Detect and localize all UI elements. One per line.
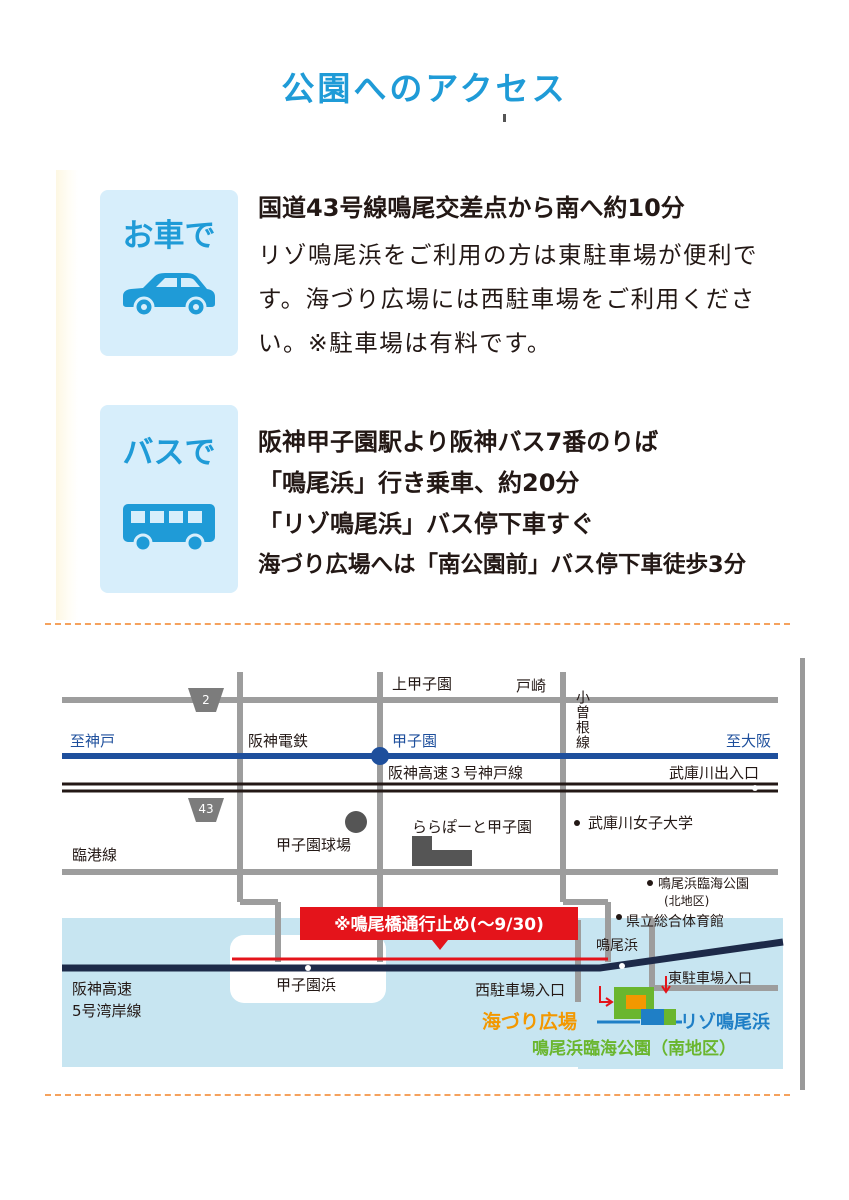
label-west-parking: 西駐車場入口 <box>475 981 565 999</box>
bus-line-3: 「リゾ鳴尾浜」バス停下車すぐ <box>258 510 594 538</box>
label-kobe: 至神戸 <box>70 732 115 750</box>
page-edge-bar <box>800 658 805 1090</box>
label-park-north-sub: (北地区) <box>664 894 709 908</box>
label-naruohama: 鳴尾浜 <box>596 938 638 954</box>
closure-banner <box>300 907 578 940</box>
label-park-north: 鳴尾浜臨海公園 <box>658 877 749 892</box>
label-expressway-5a: 阪神高速 <box>72 980 132 998</box>
bus-badge-label: バスで <box>122 435 216 471</box>
rizo-naruohama-building <box>597 987 682 1025</box>
dashed-divider-bottom <box>45 1094 790 1096</box>
bus-line-2: 「鳴尾浜」行き乗車、約20分 <box>258 469 580 497</box>
label-park-south: 鳴尾浜臨海公園（南地区） <box>532 1038 736 1059</box>
label-umizuri: 海づり広場 <box>482 1010 577 1033</box>
bus-line-1: 阪神甲子園駅より阪神バス7番のりば <box>258 428 659 456</box>
route-43-label: 43 <box>198 802 213 816</box>
car-badge-label: お車で <box>122 218 216 254</box>
label-gymnasium: 県立総合体育館 <box>626 913 724 930</box>
roads <box>62 672 778 1002</box>
access-map: 2 43 ※鳴尾橋通行止め(～9/30) 上甲子園 戸崎 阪神電鉄 阪神高速３号… <box>62 658 805 1090</box>
label-rizo: リゾ鳴尾浜 <box>680 1011 770 1033</box>
label-hanshin-railway: 阪神電鉄 <box>248 732 308 750</box>
expressway-5-line <box>62 938 784 972</box>
bus-badge: バスで <box>100 405 238 593</box>
closure-label: ※鳴尾橋通行止め(～9/30) <box>334 914 544 935</box>
lalaport-building <box>412 836 472 866</box>
bus-icon <box>123 504 215 553</box>
car-badge: お車で <box>100 190 238 356</box>
label-mukogawa-univ: 武庫川女子大学 <box>588 814 693 832</box>
label-expressway-5b: 5号湾岸線 <box>72 1002 142 1020</box>
label-mukogawa-exit: 武庫川出入口 <box>669 764 759 782</box>
car-headline: 国道43号線鳴尾交差点から南へ約10分 <box>258 194 685 222</box>
route-2-shield <box>188 688 224 712</box>
bus-directions: 阪神甲子園駅より阪神バス7番のりば 「鳴尾浜」行き乗車、約20分 「リゾ鳴尾浜」… <box>258 422 746 586</box>
car-description: リゾ鳴尾浜をご利用の方は東駐車場が便利です。海づり広場には西駐車場をご利用くださ… <box>258 241 758 357</box>
west-parking-arrow <box>599 986 612 1003</box>
label-east-parking: 東駐車場入口 <box>668 970 752 987</box>
label-kamikoshien: 上甲子園 <box>392 675 452 693</box>
label-osaka: 至大阪 <box>726 732 771 750</box>
label-koso-line: 小曽根線 <box>574 690 590 750</box>
page-fold-shadow <box>56 170 78 620</box>
tick-mark <box>503 114 506 122</box>
label-tozaki: 戸崎 <box>516 677 546 695</box>
route-43-shield <box>188 798 224 822</box>
koshien-stadium-marker <box>345 811 367 833</box>
label-koshien-stadium: 甲子園球場 <box>276 836 351 854</box>
route-2-label: 2 <box>202 693 210 707</box>
koshien-station-marker <box>371 747 389 765</box>
car-icon <box>123 273 215 318</box>
page-title: 公園へのアクセス <box>281 69 568 108</box>
label-lalaport: ららぽーと甲子園 <box>412 818 532 836</box>
label-rinko-line: 臨港線 <box>72 846 117 864</box>
label-expressway-3: 阪神高速３号神戸線 <box>388 764 523 782</box>
label-koshien-station: 甲子園 <box>392 732 437 750</box>
bus-line-4: 海づり広場へは「南公園前」バス停下車徒歩3分 <box>258 552 747 578</box>
dashed-divider-top <box>45 623 790 625</box>
label-koshienhama: 甲子園浜 <box>276 976 336 994</box>
koso-line-text: 小曽根線 <box>574 690 590 750</box>
